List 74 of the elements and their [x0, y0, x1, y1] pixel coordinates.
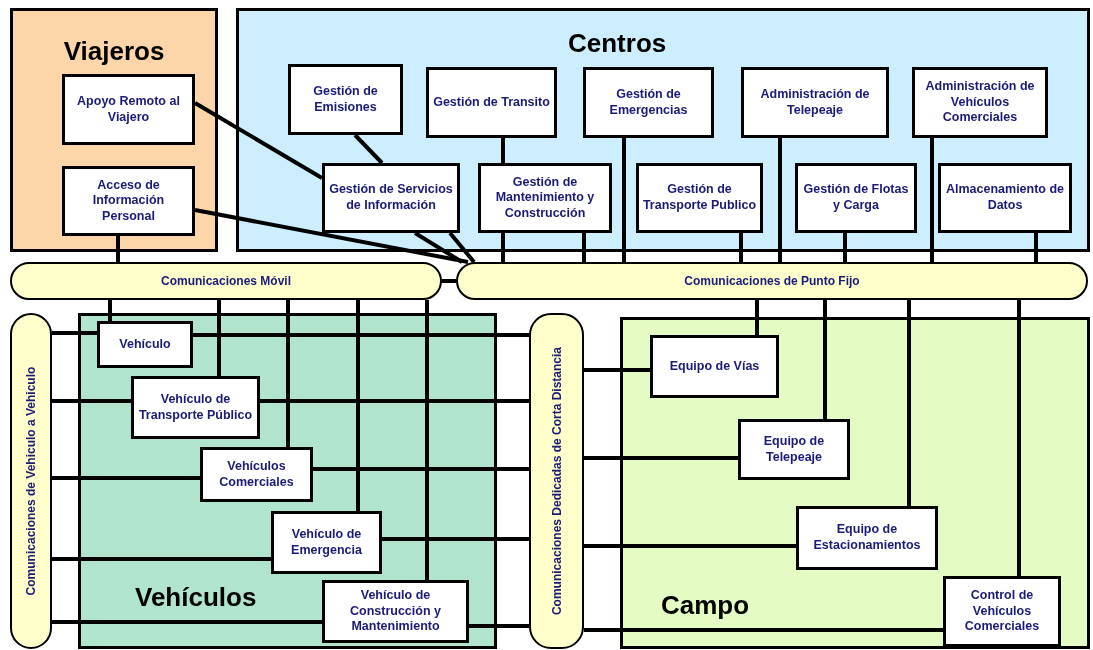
connector-line: [584, 544, 796, 548]
process-box: Gestión de Servicios de Información: [322, 163, 460, 233]
process-box: Gestión de Emergencias: [583, 67, 714, 138]
process-box: Equipo de Telepeaje: [738, 419, 850, 480]
process-box: Administración de Vehículos Comerciales: [912, 67, 1048, 138]
connector-line: [353, 133, 384, 165]
connector-line: [930, 138, 934, 262]
process-box: Acceso de Información Personal: [62, 166, 195, 236]
group-panel: [10, 8, 218, 252]
connector-line: [778, 138, 782, 262]
connector-line: [469, 624, 529, 628]
process-box: Vehículo: [97, 321, 193, 368]
bus-label: Comunicaciones de Vehiculo a Vehiculo: [23, 366, 39, 596]
process-box: Equipo de Estacionamientos: [796, 506, 938, 570]
connector-line: [382, 537, 529, 541]
connector-line: [755, 300, 759, 335]
connector-line: [501, 138, 505, 163]
group-panel: [236, 8, 1090, 252]
process-box: Vehículo de Construcción y Mantenimiento: [322, 580, 469, 643]
process-box: Apoyo Remoto al Viajero: [62, 74, 195, 145]
connector-line: [52, 620, 322, 624]
connector-line: [52, 331, 97, 335]
group-heading: Viajeros: [63, 36, 165, 66]
connector-line: [425, 300, 429, 580]
connector-line: [622, 138, 626, 262]
connector-line: [907, 300, 911, 506]
group-heading: Campo: [661, 590, 750, 620]
connector-line: [843, 233, 847, 262]
connector-line: [116, 236, 120, 262]
process-box: Gestión de Transito: [426, 67, 557, 138]
connector-line: [413, 231, 464, 264]
group-heading: Vehículos: [135, 582, 257, 612]
process-box: Vehículos Comerciales: [200, 447, 313, 502]
connector-line: [108, 300, 112, 321]
connector-line: [52, 399, 131, 403]
connector-line: [313, 467, 529, 471]
process-box: Equipo de Vías: [650, 335, 779, 398]
connector-line: [442, 279, 456, 283]
connector-line: [501, 233, 505, 262]
connector-line: [739, 233, 743, 262]
process-box: Administración de Telepeaje: [741, 67, 889, 138]
connector-line: [582, 233, 586, 262]
process-box: Vehículo de Transporte Público: [131, 376, 260, 439]
process-box: Gestión de Flotas y Carga: [795, 163, 917, 233]
connector-line: [194, 208, 469, 264]
process-box: Gestión de Transporte Publico: [636, 163, 763, 233]
connector-line: [217, 300, 221, 376]
communication-bus: Comunicaciones Móvil: [10, 262, 442, 300]
process-box: Gestión de Mantenimiento y Construcción: [478, 163, 612, 233]
group-panel: [78, 313, 497, 649]
communication-bus: Comunicaciones de Punto Fijo: [456, 262, 1088, 300]
group-heading: Centros: [568, 28, 667, 58]
connector-line: [1017, 300, 1021, 576]
connector-line: [1034, 233, 1038, 262]
bus-label: Comunicaciones Dedicadas de Corta Distancia: [549, 345, 564, 618]
process-box: Almacenamiento de Datos: [938, 163, 1072, 233]
process-box: Vehículo de Emergencia: [271, 511, 382, 574]
connector-line: [823, 300, 827, 419]
connector-line: [584, 368, 650, 372]
connector-line: [194, 101, 323, 180]
process-box: Control de Vehículos Comerciales: [943, 576, 1061, 647]
connector-line: [52, 476, 200, 480]
connector-line: [448, 231, 476, 264]
connector-line: [584, 456, 738, 460]
connector-line: [193, 333, 529, 337]
connector-line: [584, 628, 943, 632]
connector-line: [52, 557, 271, 561]
connector-line: [286, 300, 290, 447]
process-box: Gestión de Emisiones: [288, 64, 403, 135]
group-panel: [620, 317, 1090, 649]
connector-line: [356, 300, 360, 511]
communication-bus: [10, 313, 52, 649]
connector-line: [260, 399, 529, 403]
communication-bus: [529, 313, 584, 649]
